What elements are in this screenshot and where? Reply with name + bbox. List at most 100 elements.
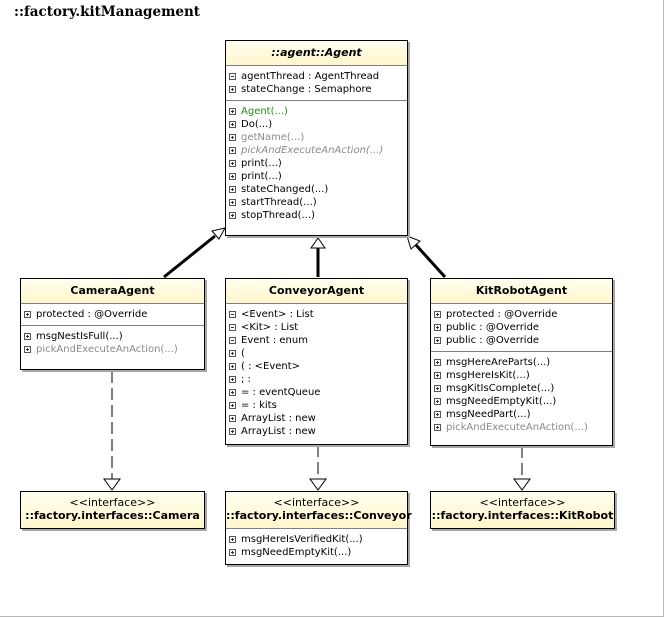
operations-section: msgHereAreParts(...)msgHereIsKit(...)msg… bbox=[431, 352, 612, 438]
operations-section: Agent(...) Do(...)getName(...)pickAndExec… bbox=[226, 101, 407, 226]
interface-conveyor[interactable]: <<interface>> ::factory.interfaces::Conv… bbox=[225, 491, 412, 565]
operation-label: msgNeedPart(...) bbox=[446, 409, 531, 420]
public-member-icon bbox=[434, 311, 441, 318]
operation-row[interactable]: getName(...) bbox=[229, 131, 407, 144]
private-member-icon bbox=[229, 311, 236, 318]
public-member-icon bbox=[229, 147, 236, 154]
operation-row[interactable]: msgHereAreParts(...) bbox=[434, 356, 612, 369]
attribute-row[interactable]: agentThread : AgentThread bbox=[229, 70, 407, 83]
operations-section: msgNestIsFull(...)pickAndExecuteAnAction… bbox=[21, 326, 204, 360]
public-member-icon bbox=[229, 415, 236, 422]
generalization-kitrobot-agent bbox=[414, 243, 447, 279]
attribute-row[interactable]: = : kits bbox=[229, 399, 407, 412]
attribute-label: = : eventQueue bbox=[241, 387, 321, 398]
attribute-row[interactable]: <Kit> : List bbox=[229, 321, 407, 334]
operation-row[interactable]: msgNeedPart(...) bbox=[434, 408, 612, 421]
class-conveyor-agent[interactable]: ConveyorAgent <Event> : List<Kit> : List… bbox=[225, 278, 408, 445]
operation-row[interactable]: print(...) bbox=[229, 157, 407, 170]
realization-arrowhead-conveyor bbox=[309, 478, 327, 491]
operation-row[interactable]: msgNeedEmptyKit(...) bbox=[229, 546, 407, 559]
attribute-label: agentThread : AgentThread bbox=[241, 71, 380, 82]
operation-row[interactable]: Agent(...) bbox=[229, 105, 407, 118]
operation-label: msgHereAreParts(...) bbox=[446, 357, 551, 368]
operation-label: pickAndExecuteAnAction(...) bbox=[36, 344, 178, 355]
public-member-icon bbox=[434, 324, 441, 331]
interface-camera[interactable]: <<interface>> ::factory.interfaces::Came… bbox=[20, 491, 205, 529]
operation-row[interactable]: pickAndExecuteAnAction(...) bbox=[24, 343, 204, 356]
operation-label: msgNeedEmptyKit(...) bbox=[241, 547, 352, 558]
attributes-section: protected : @Override bbox=[21, 304, 204, 325]
operation-row[interactable]: msgNeedEmptyKit(...) bbox=[434, 395, 612, 408]
operation-row[interactable]: msgHereIsKit(...) bbox=[434, 369, 612, 382]
attribute-label: ArrayList : new bbox=[241, 413, 316, 424]
attribute-row[interactable]: ( : <Event> bbox=[229, 360, 407, 373]
attribute-row[interactable]: protected : @Override bbox=[434, 308, 612, 321]
operation-row[interactable]: msgHereIsVerifiedKit(...) bbox=[229, 533, 407, 546]
operation-row[interactable]: msgNestIsFull(...) bbox=[24, 330, 204, 343]
operation-label: stateChanged(...) bbox=[241, 184, 329, 195]
operation-label: startThread(...) bbox=[241, 197, 317, 208]
public-member-icon bbox=[24, 333, 31, 340]
operation-label: pickAndExecuteAnAction(...) bbox=[241, 145, 384, 156]
operation-label: print(...) bbox=[241, 171, 282, 182]
package-title: ::factory.kitManagement bbox=[14, 4, 201, 20]
interface-kit-robot[interactable]: <<interface>> ::factory.interfaces::KitR… bbox=[430, 491, 615, 529]
operation-label: pickAndExecuteAnAction(...) bbox=[446, 422, 588, 433]
generalization-camera-agent bbox=[163, 234, 216, 279]
attribute-row[interactable]: ; : bbox=[229, 373, 407, 386]
class-camera-agent[interactable]: CameraAgent protected : @Override msgNes… bbox=[20, 278, 205, 370]
realization-arrowhead-camera bbox=[103, 478, 121, 491]
attribute-row[interactable]: public : @Override bbox=[434, 334, 612, 347]
operation-label: Do(...) bbox=[241, 119, 273, 130]
public-member-icon bbox=[434, 424, 441, 431]
public-member-icon bbox=[229, 108, 236, 115]
public-member-icon bbox=[229, 402, 236, 409]
stereotype-label: <<interface>> bbox=[273, 496, 360, 509]
attribute-row[interactable]: stateChange : Semaphore bbox=[229, 83, 407, 96]
operation-row[interactable]: print(...) bbox=[229, 170, 407, 183]
attribute-row[interactable]: <Event> : List bbox=[229, 308, 407, 321]
class-agent[interactable]: ::agent::Agent agentThread : AgentThread… bbox=[225, 40, 408, 236]
interface-name: ::factory.interfaces::Camera bbox=[25, 509, 200, 522]
public-member-icon bbox=[229, 376, 236, 383]
operation-row[interactable]: msgKitIsComplete(...) bbox=[434, 382, 612, 395]
attribute-row[interactable]: = : eventQueue bbox=[229, 386, 407, 399]
operation-label: msgNeedEmptyKit(...) bbox=[446, 396, 557, 407]
attribute-row[interactable]: ArrayList : new bbox=[229, 425, 407, 438]
operation-row[interactable]: pickAndExecuteAnAction(...) bbox=[434, 421, 612, 434]
public-member-icon bbox=[229, 428, 236, 435]
operation-row[interactable]: stopThread(...) bbox=[229, 209, 407, 222]
operation-label: msgHereIsVerifiedKit(...) bbox=[241, 534, 363, 545]
private-member-icon bbox=[229, 324, 236, 331]
public-member-icon bbox=[434, 411, 441, 418]
generalization-arrowhead-conveyor bbox=[310, 237, 326, 249]
public-member-icon bbox=[229, 134, 236, 141]
attribute-label: ArrayList : new bbox=[241, 426, 316, 437]
attribute-row[interactable]: Event : enum bbox=[229, 334, 407, 347]
attribute-row[interactable]: protected : @Override bbox=[24, 308, 204, 321]
public-member-icon bbox=[434, 372, 441, 379]
public-member-icon bbox=[229, 199, 236, 206]
class-name: ::agent::Agent bbox=[226, 41, 407, 65]
operation-row[interactable]: startThread(...) bbox=[229, 196, 407, 209]
public-member-icon bbox=[229, 86, 236, 93]
operation-label: Agent(...) bbox=[241, 106, 288, 117]
attribute-label: ( bbox=[241, 348, 245, 359]
operation-row[interactable]: stateChanged(...) bbox=[229, 183, 407, 196]
public-member-icon bbox=[24, 346, 31, 353]
operation-label: stopThread(...) bbox=[241, 210, 315, 221]
attribute-label: <Event> : List bbox=[241, 309, 314, 320]
public-member-icon bbox=[434, 337, 441, 344]
operation-label: msgKitIsComplete(...) bbox=[446, 383, 555, 394]
operation-row[interactable]: Do(...) bbox=[229, 118, 407, 131]
operation-row[interactable]: pickAndExecuteAnAction(...) bbox=[229, 144, 407, 157]
attribute-row[interactable]: ArrayList : new bbox=[229, 412, 407, 425]
attribute-row[interactable]: ( bbox=[229, 347, 407, 360]
attribute-row[interactable]: public : @Override bbox=[434, 321, 612, 334]
private-member-icon bbox=[229, 73, 236, 80]
